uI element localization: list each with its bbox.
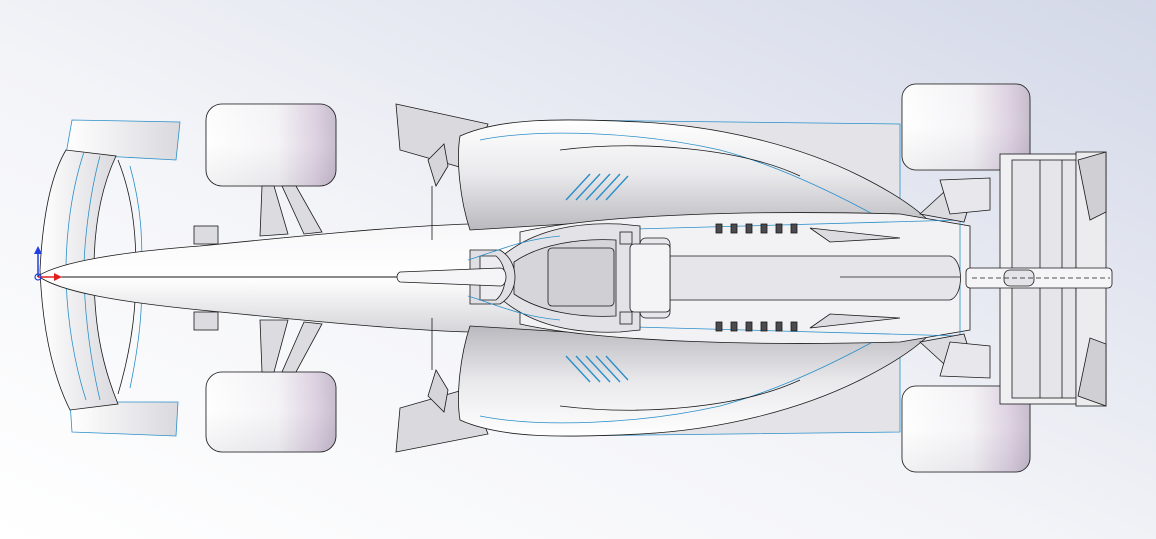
right-sidepod-louvres [565,355,629,383]
engine-cover-vents-right [715,321,798,332]
right-mirror [427,318,449,413]
left-mirror [427,143,449,240]
front-suspension [193,185,323,373]
right-sidepod[interactable] [395,325,931,453]
left-sidepod[interactable] [395,103,931,231]
rear-left-tyre[interactable] [901,83,1031,171]
left-sidepod-louvres [565,173,629,201]
rear-right-tyre[interactable] [901,385,1031,473]
front-right-tyre[interactable] [205,371,337,453]
engine-cover-vents-left [715,223,798,234]
airbox-halo[interactable] [619,231,671,325]
rear-wing[interactable] [965,151,1113,407]
rear-suspension [919,177,991,379]
coordinate-triad-icon [34,246,62,281]
front-left-tyre[interactable] [205,103,337,187]
cockpit[interactable] [396,223,641,333]
